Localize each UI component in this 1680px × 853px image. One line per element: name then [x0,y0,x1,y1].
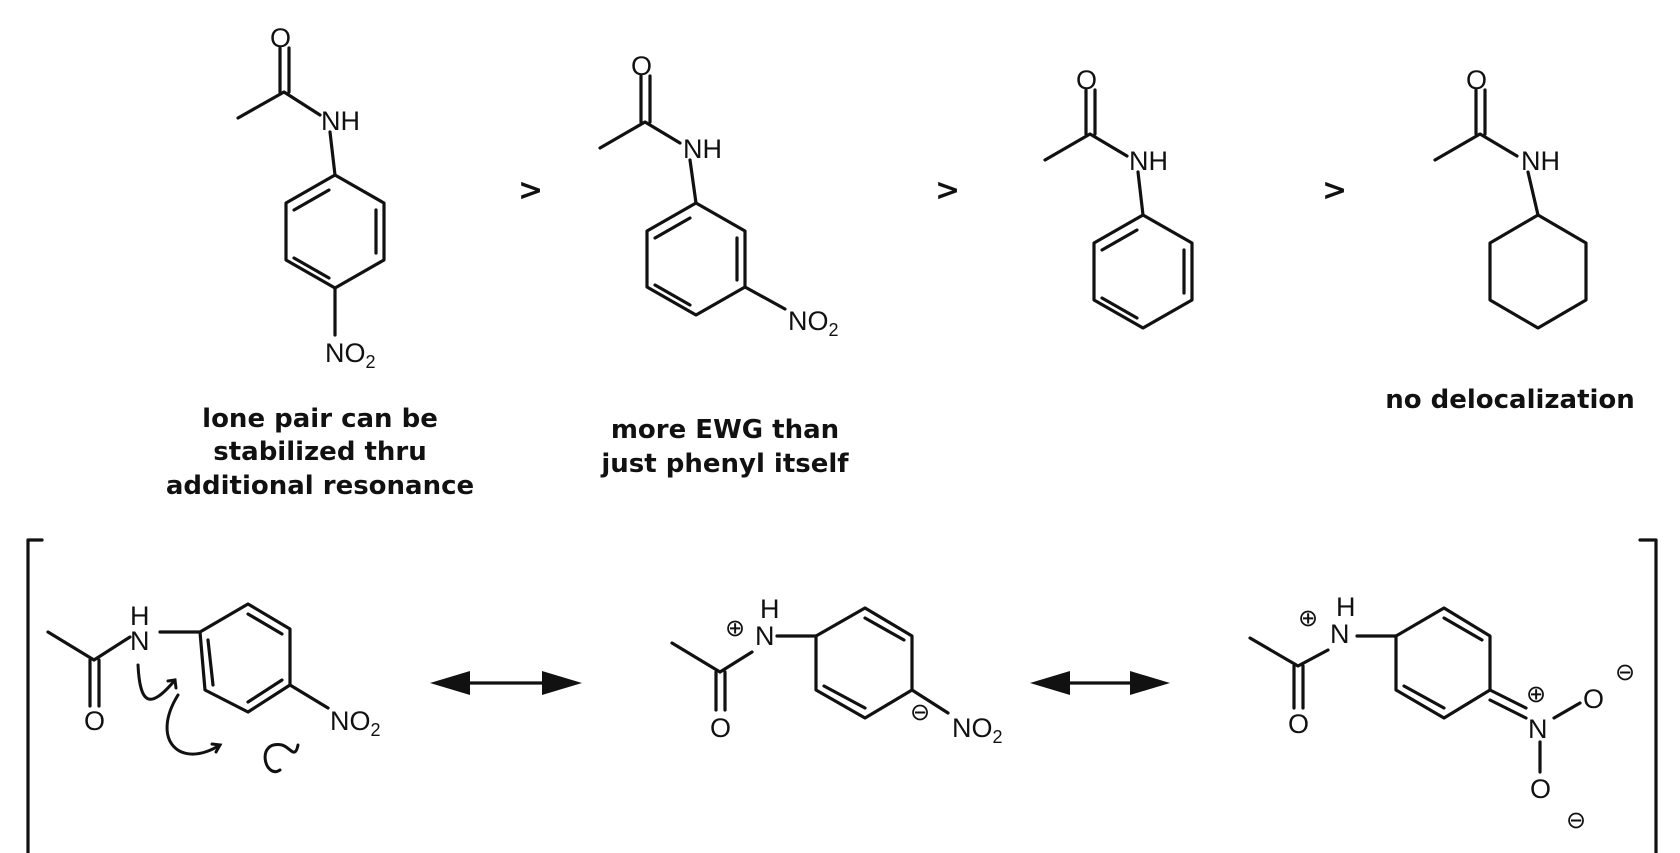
resonance-structure-1: H N O NO2 [46,601,381,774]
atom-amide-nh: NH [1521,146,1560,176]
atom-hydrogen: H [760,594,780,624]
atom-oxygen: O [1530,774,1551,804]
atom-oxygen: O [270,23,291,53]
svg-text:stabilized thru: stabilized thru [213,437,427,467]
greater-than-symbol: > [518,173,543,208]
nitro-group-label: NO2 [330,706,381,740]
svg-text:additional resonance: additional resonance [166,471,474,501]
svg-text:lone pair can be: lone pair can be [202,404,438,434]
atom-nitrogen: N [755,621,775,651]
greater-than-symbol: > [935,173,960,208]
caption-cyclohexyl: no delocalization [1385,385,1635,415]
atom-oxygen: O [631,51,652,81]
positive-charge-icon: ⊕ [1526,680,1546,708]
svg-text:just phenyl itself: just phenyl itself [600,449,849,479]
atom-oxygen: O [1288,709,1309,739]
positive-charge-icon: ⊕ [725,614,745,642]
resonance-arrow-2 [1030,671,1170,695]
left-bracket [26,538,44,853]
negative-charge-icon: ⊖ [1615,658,1635,686]
svg-text:no delocalization: no delocalization [1385,385,1635,415]
resonance-structure-2: ⊕ H N O ⊖ NO2 [670,594,1003,747]
resonance-arrow-1 [430,671,582,695]
atom-amide-nh: NH [321,106,360,136]
atom-nitrogen: N [130,626,150,656]
right-bracket [1638,538,1658,853]
molecule-p-nitroacetanilide: O NH NO2 [236,23,386,372]
atom-hydrogen: H [1336,592,1356,622]
atom-amide-nh: NH [683,134,722,164]
negative-charge-icon: ⊖ [1566,806,1586,834]
atom-nitrogen: N [1528,714,1548,744]
molecule-m-nitroacetanilide: O NH NO2 [598,51,839,340]
greater-than-symbol: > [1322,173,1347,208]
nitro-group-label: NO2 [788,306,839,340]
atom-oxygen: O [84,706,105,736]
resonance-structure-3: ⊕ H N O ⊕ N O ⊖ O ⊖ [1248,592,1635,834]
molecule-acetanilide: O NH [1043,65,1194,330]
positive-charge-icon: ⊕ [1298,604,1318,632]
atom-oxygen: O [1076,65,1097,95]
atom-hydrogen: H [130,601,150,631]
nitro-group-label: NO2 [325,338,376,372]
svg-text:more EWG than: more EWG than [611,415,839,445]
nitro-group-label: NO2 [952,713,1003,747]
atom-nitrogen: N [1330,619,1350,649]
atom-oxygen: O [1583,684,1604,714]
atom-oxygen: O [1466,65,1487,95]
atom-oxygen: O [710,713,731,743]
negative-charge-icon: ⊖ [910,698,930,726]
caption-p-nitro: lone pair can be stabilized thru additio… [166,404,474,501]
molecule-cyclohexylacetamide: O NH [1433,65,1588,330]
atom-amide-nh: NH [1129,146,1168,176]
caption-m-nitro: more EWG than just phenyl itself [600,415,849,479]
